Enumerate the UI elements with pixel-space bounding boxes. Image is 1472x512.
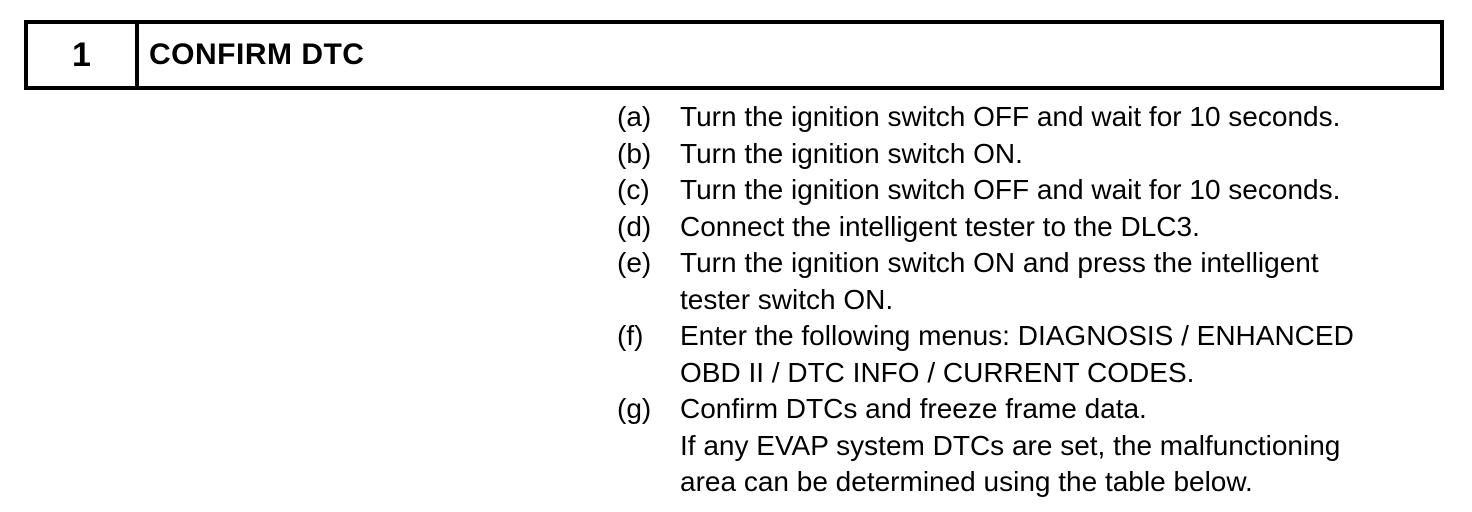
item-line: tester switch ON. — [680, 283, 894, 315]
item-marker: (g) — [617, 393, 652, 424]
item-line: Confirm DTCs and freeze frame data. — [680, 393, 1147, 424]
item-marker: (c) — [617, 174, 650, 205]
item-text: Connect the intelligent tester to the DL… — [680, 209, 1437, 246]
item-line: Enter the following menus: DIAGNOSIS / E… — [680, 320, 1354, 351]
item-line: OBD II / DTC INFO / CURRENT CODES. — [680, 356, 1195, 388]
item-text: Enter the following menus: DIAGNOSIS / E… — [680, 318, 1437, 391]
item-text: Confirm DTCs and freeze frame data. If a… — [680, 391, 1437, 501]
item-line: Turn the ignition switch ON and press th… — [680, 247, 1319, 278]
step-number: 1 — [72, 35, 91, 74]
item-line: Turn the ignition switch OFF and wait fo… — [680, 174, 1341, 205]
item-line: area can be determined using the table b… — [680, 466, 1253, 497]
procedure-item-c: (c) Turn the ignition switch OFF and wai… — [617, 172, 1437, 209]
item-text: Turn the ignition switch ON and press th… — [680, 245, 1437, 318]
procedure-item-b: (b) Turn the ignition switch ON. — [617, 136, 1437, 173]
step-header-box: 1 CONFIRM DTC — [24, 20, 1444, 90]
procedure-list: (a) Turn the ignition switch OFF and wai… — [617, 99, 1437, 501]
item-marker: (d) — [617, 210, 652, 242]
step-title-cell: CONFIRM DTC — [139, 24, 1440, 86]
item-text: Turn the ignition switch OFF and wait fo… — [680, 99, 1437, 136]
item-line: If any EVAP system DTCs are set, the mal… — [680, 429, 1341, 461]
item-line: Turn the ignition switch ON. — [680, 137, 1023, 169]
procedure-item-g: (g) Confirm DTCs and freeze frame data. … — [617, 391, 1437, 501]
item-line: Turn the ignition switch OFF and wait fo… — [680, 101, 1341, 132]
step-title: CONFIRM DTC — [149, 38, 365, 71]
item-text: Turn the ignition switch OFF and wait fo… — [680, 172, 1437, 209]
step-number-cell: 1 — [28, 24, 139, 86]
item-line: Connect the intelligent tester to the DL… — [680, 210, 1200, 242]
procedure-item-f: (f) Enter the following menus: DIAGNOSIS… — [617, 318, 1437, 391]
procedure-item-d: (d) Connect the intelligent tester to th… — [617, 209, 1437, 246]
item-marker: (f) — [617, 320, 644, 351]
procedure-item-a: (a) Turn the ignition switch OFF and wai… — [617, 99, 1437, 136]
procedure-item-e: (e) Turn the ignition switch ON and pres… — [617, 245, 1437, 318]
item-marker: (b) — [617, 137, 652, 169]
item-marker: (e) — [617, 247, 652, 278]
item-marker: (a) — [617, 101, 652, 132]
item-text: Turn the ignition switch ON. — [680, 136, 1437, 173]
